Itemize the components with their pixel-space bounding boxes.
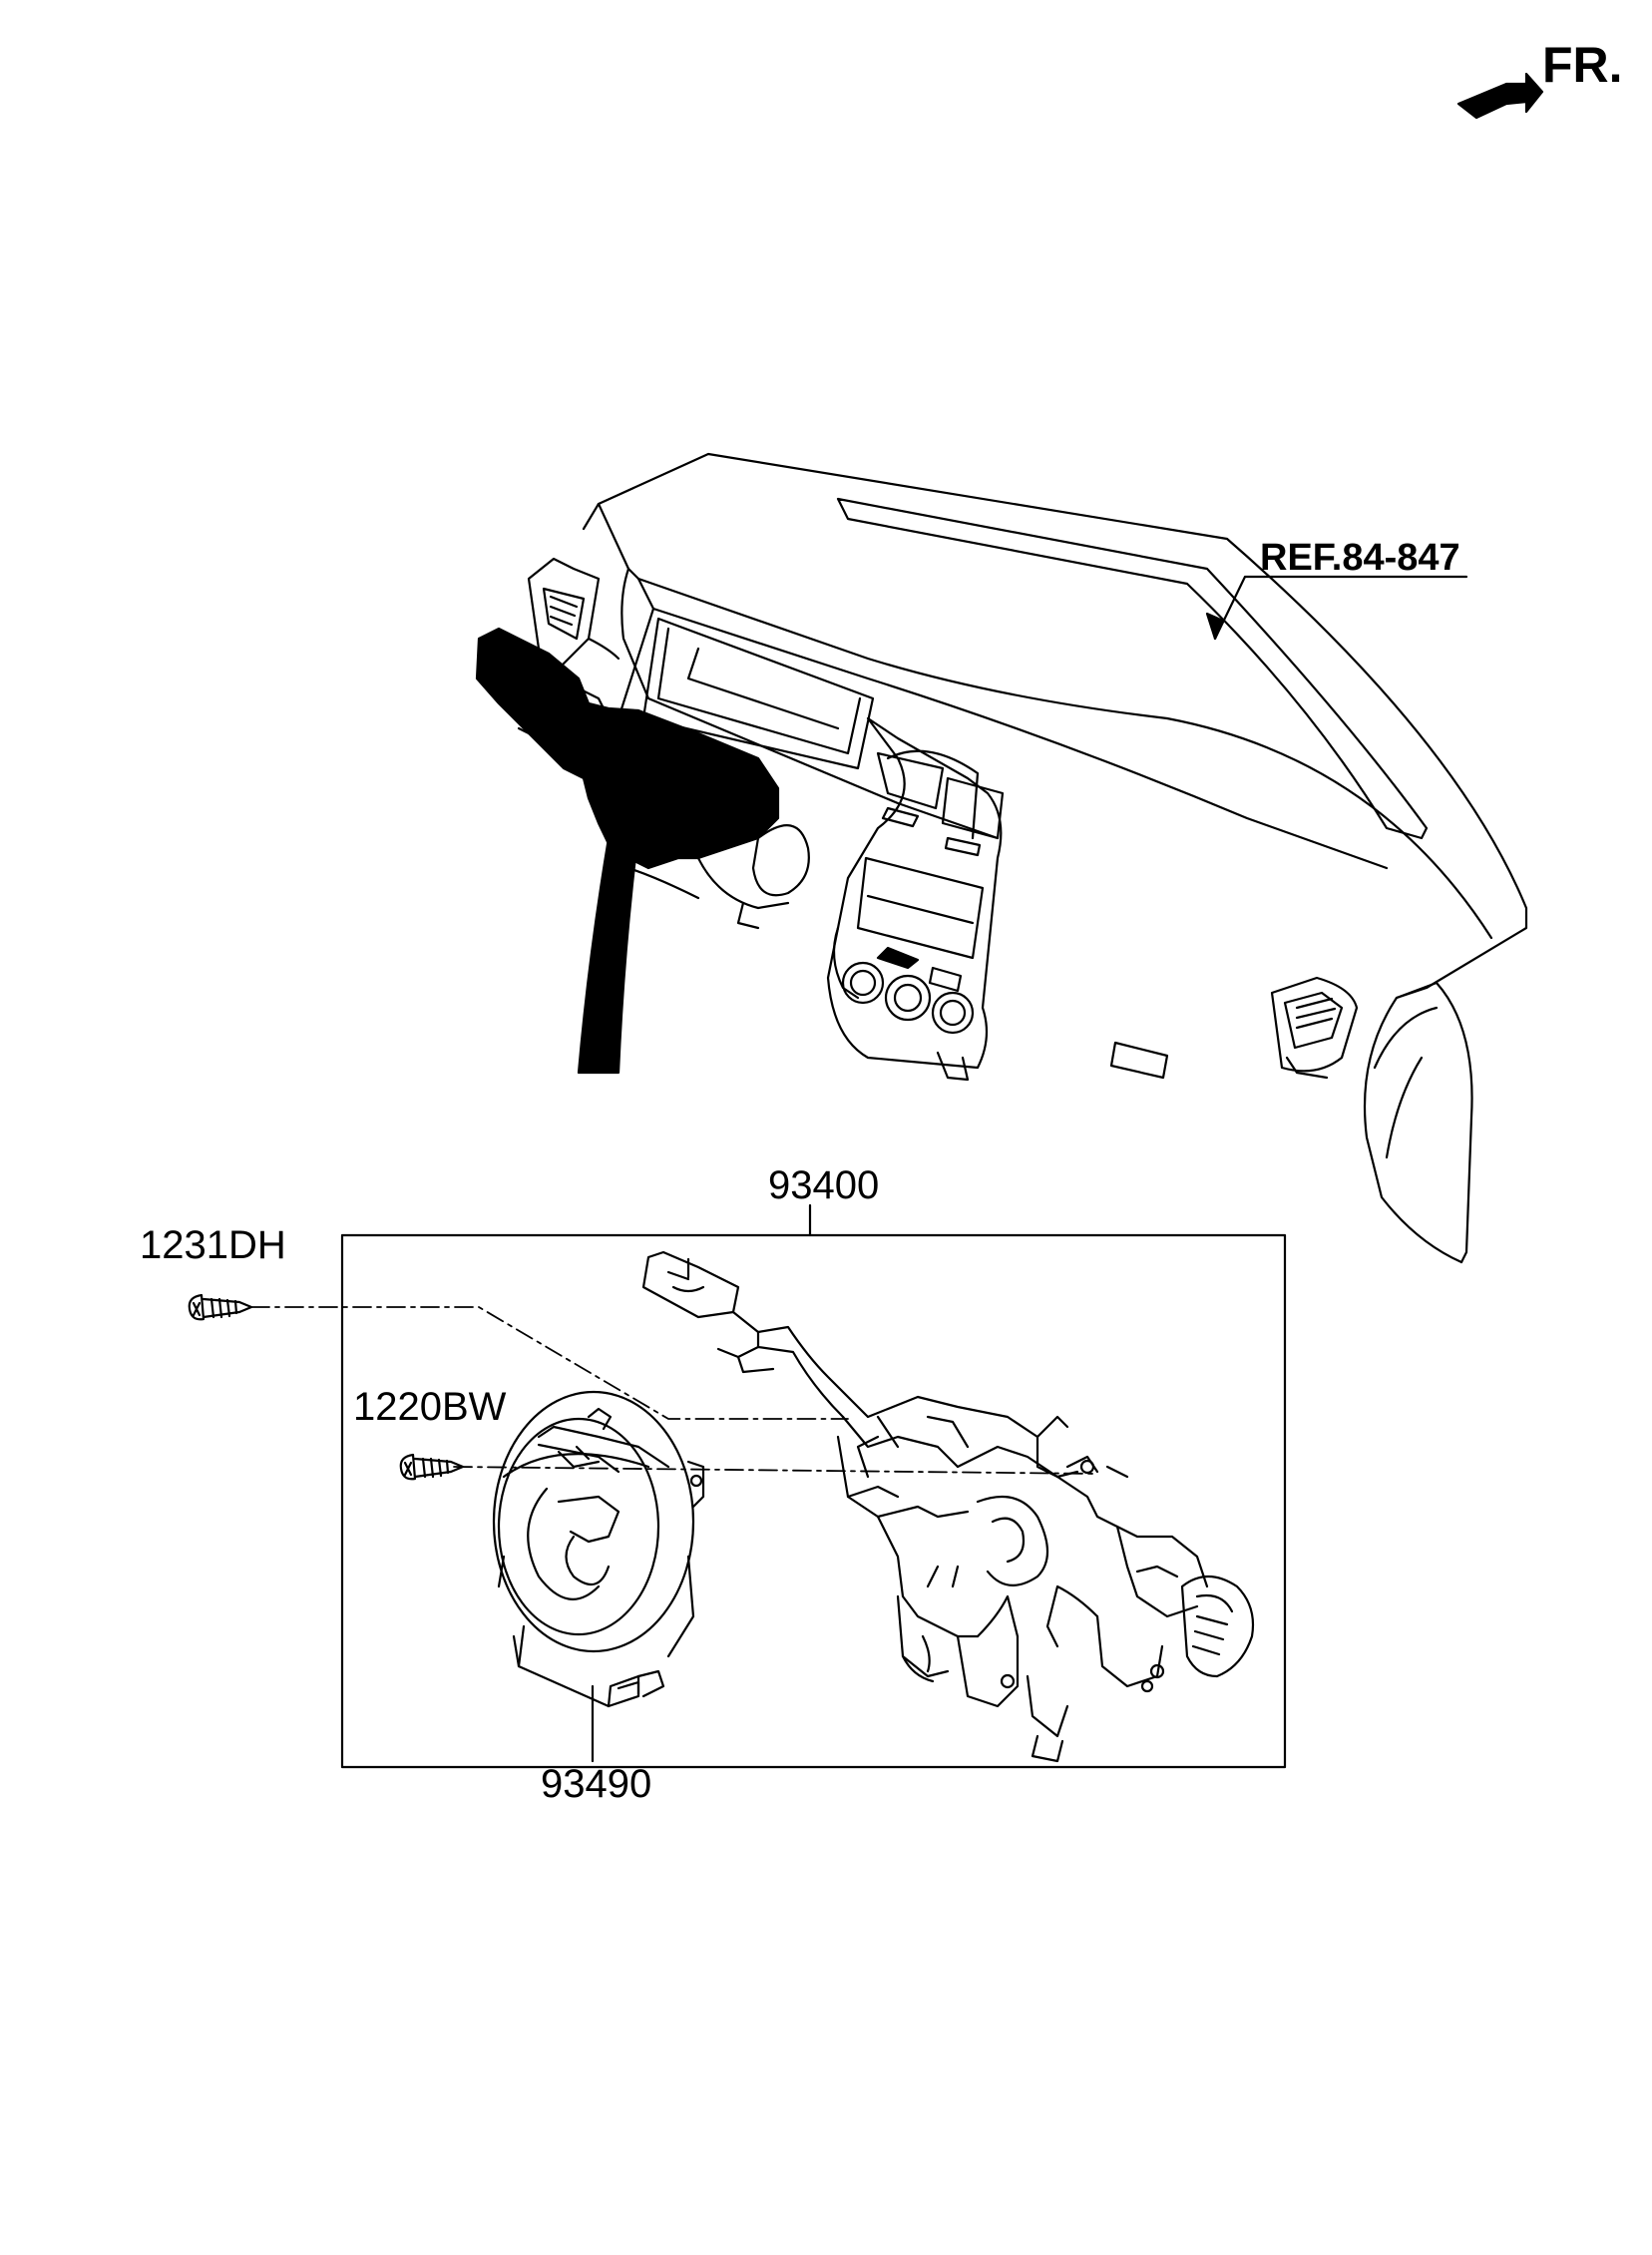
screw-1220bw	[399, 1453, 465, 1481]
screw-1231dh	[188, 1293, 253, 1321]
clock-spring-93490	[492, 1390, 705, 1708]
part-label-93490: 93490	[541, 1762, 652, 1806]
alignment-lines	[250, 1306, 1098, 1475]
part-label-1231dh: 1231DH	[140, 1223, 286, 1267]
part-label-1220bw: 1220BW	[353, 1385, 507, 1429]
part-label-93400: 93400	[768, 1163, 880, 1207]
reference-leader-line	[1205, 575, 1468, 641]
front-orientation-label: FR.	[1542, 37, 1623, 93]
front-direction-arrow-icon	[1456, 72, 1544, 120]
reference-label: REF.84-847	[1260, 537, 1460, 579]
highlighted-switch-silhouette	[475, 627, 780, 1075]
multifunction-switch-93400	[641, 1250, 1255, 1763]
